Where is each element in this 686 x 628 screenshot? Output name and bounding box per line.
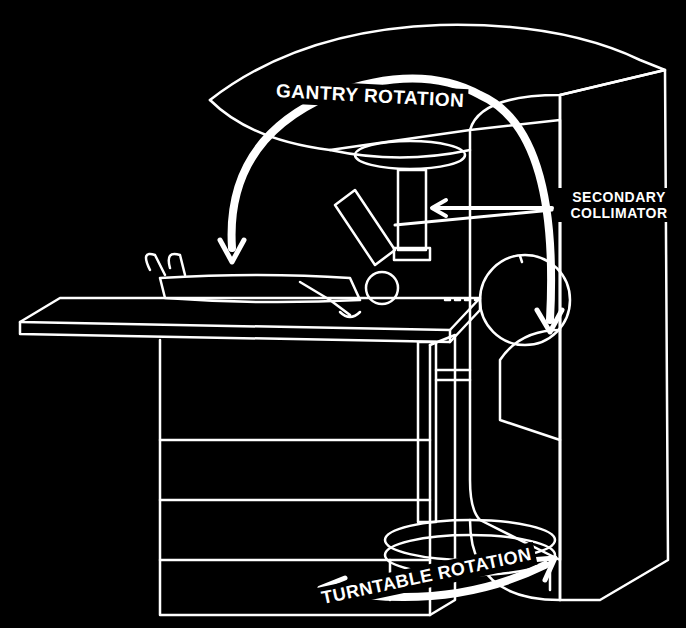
- leader-arrow: [436, 206, 552, 210]
- head-ellipse: [355, 141, 465, 169]
- arrowhead: [432, 200, 446, 216]
- patient-arm: [300, 282, 360, 317]
- gantry-stand: [560, 70, 668, 600]
- stand-recess: [500, 330, 560, 440]
- column-shelf: [436, 370, 470, 380]
- patient-feet: [146, 254, 185, 275]
- patient-body: [160, 275, 360, 302]
- bore-mark: [520, 256, 522, 262]
- pedestal-bands: [160, 440, 430, 560]
- leader-arrow: [395, 210, 552, 225]
- arrowhead: [537, 310, 562, 332]
- collimator-tip: [394, 248, 430, 260]
- support-column: [418, 342, 436, 522]
- bore-circle: [480, 255, 570, 345]
- collimator-vertical: [398, 170, 426, 250]
- patient-head: [366, 272, 398, 304]
- collimator-tilted: [335, 190, 395, 265]
- head-rim: [330, 150, 470, 158]
- gantry-rotation-arrow: [232, 79, 552, 321]
- arrowhead: [220, 240, 244, 262]
- table-edge: [20, 322, 450, 342]
- part-label: SECONDARY COLLIMATOR: [556, 188, 682, 222]
